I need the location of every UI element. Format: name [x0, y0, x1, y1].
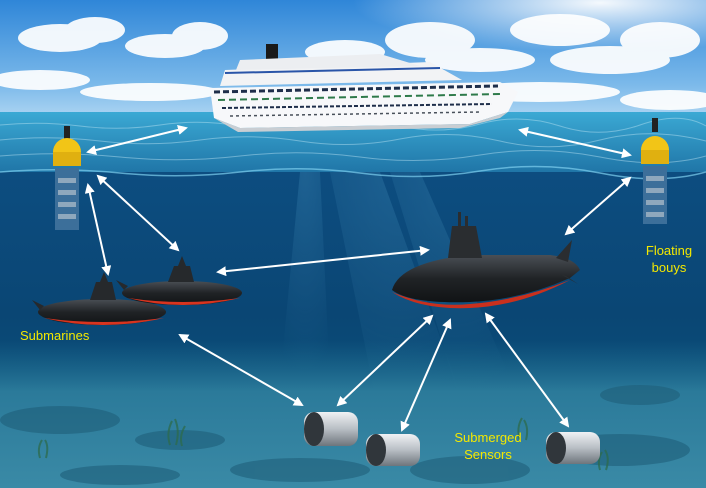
submerged-sensors-label-line-2: Sensors [464, 447, 512, 462]
submerged-sensors-label: Submerged Sensors [432, 429, 544, 463]
buoy-left-icon [53, 126, 81, 230]
floating-buoys-label: Floating bouys [636, 242, 702, 276]
link-buoy-left-sub-2 [96, 174, 180, 252]
link-buoy-right-sub-large [564, 176, 632, 236]
sensor-3-icon [546, 432, 600, 464]
link-sub-2-sub-large [216, 245, 430, 277]
floating-buoys-label-line-2: bouys [651, 260, 687, 275]
link-ship-buoy-left [86, 125, 188, 155]
submarine-large-icon [392, 212, 580, 309]
communication-links [84, 125, 632, 432]
floating-buoys-label-line-1: Floating [645, 243, 693, 258]
sensor-1-icon [304, 412, 358, 446]
cruise-ship [210, 44, 518, 132]
submarine-small-2-icon [116, 256, 242, 305]
sensor-2-icon [366, 434, 420, 466]
submerged-sensors-label-line-1: Submerged [454, 430, 522, 445]
submarines-label: Submarines [20, 328, 90, 343]
link-sub-large-sensor-3 [484, 312, 570, 428]
link-sub-large-sensor-2 [400, 318, 452, 432]
link-ship-buoy-right [518, 126, 632, 159]
buoy-right-icon [641, 118, 669, 224]
link-sub-1-sensor-1 [178, 334, 304, 406]
submarine-small-1-icon [32, 272, 166, 325]
